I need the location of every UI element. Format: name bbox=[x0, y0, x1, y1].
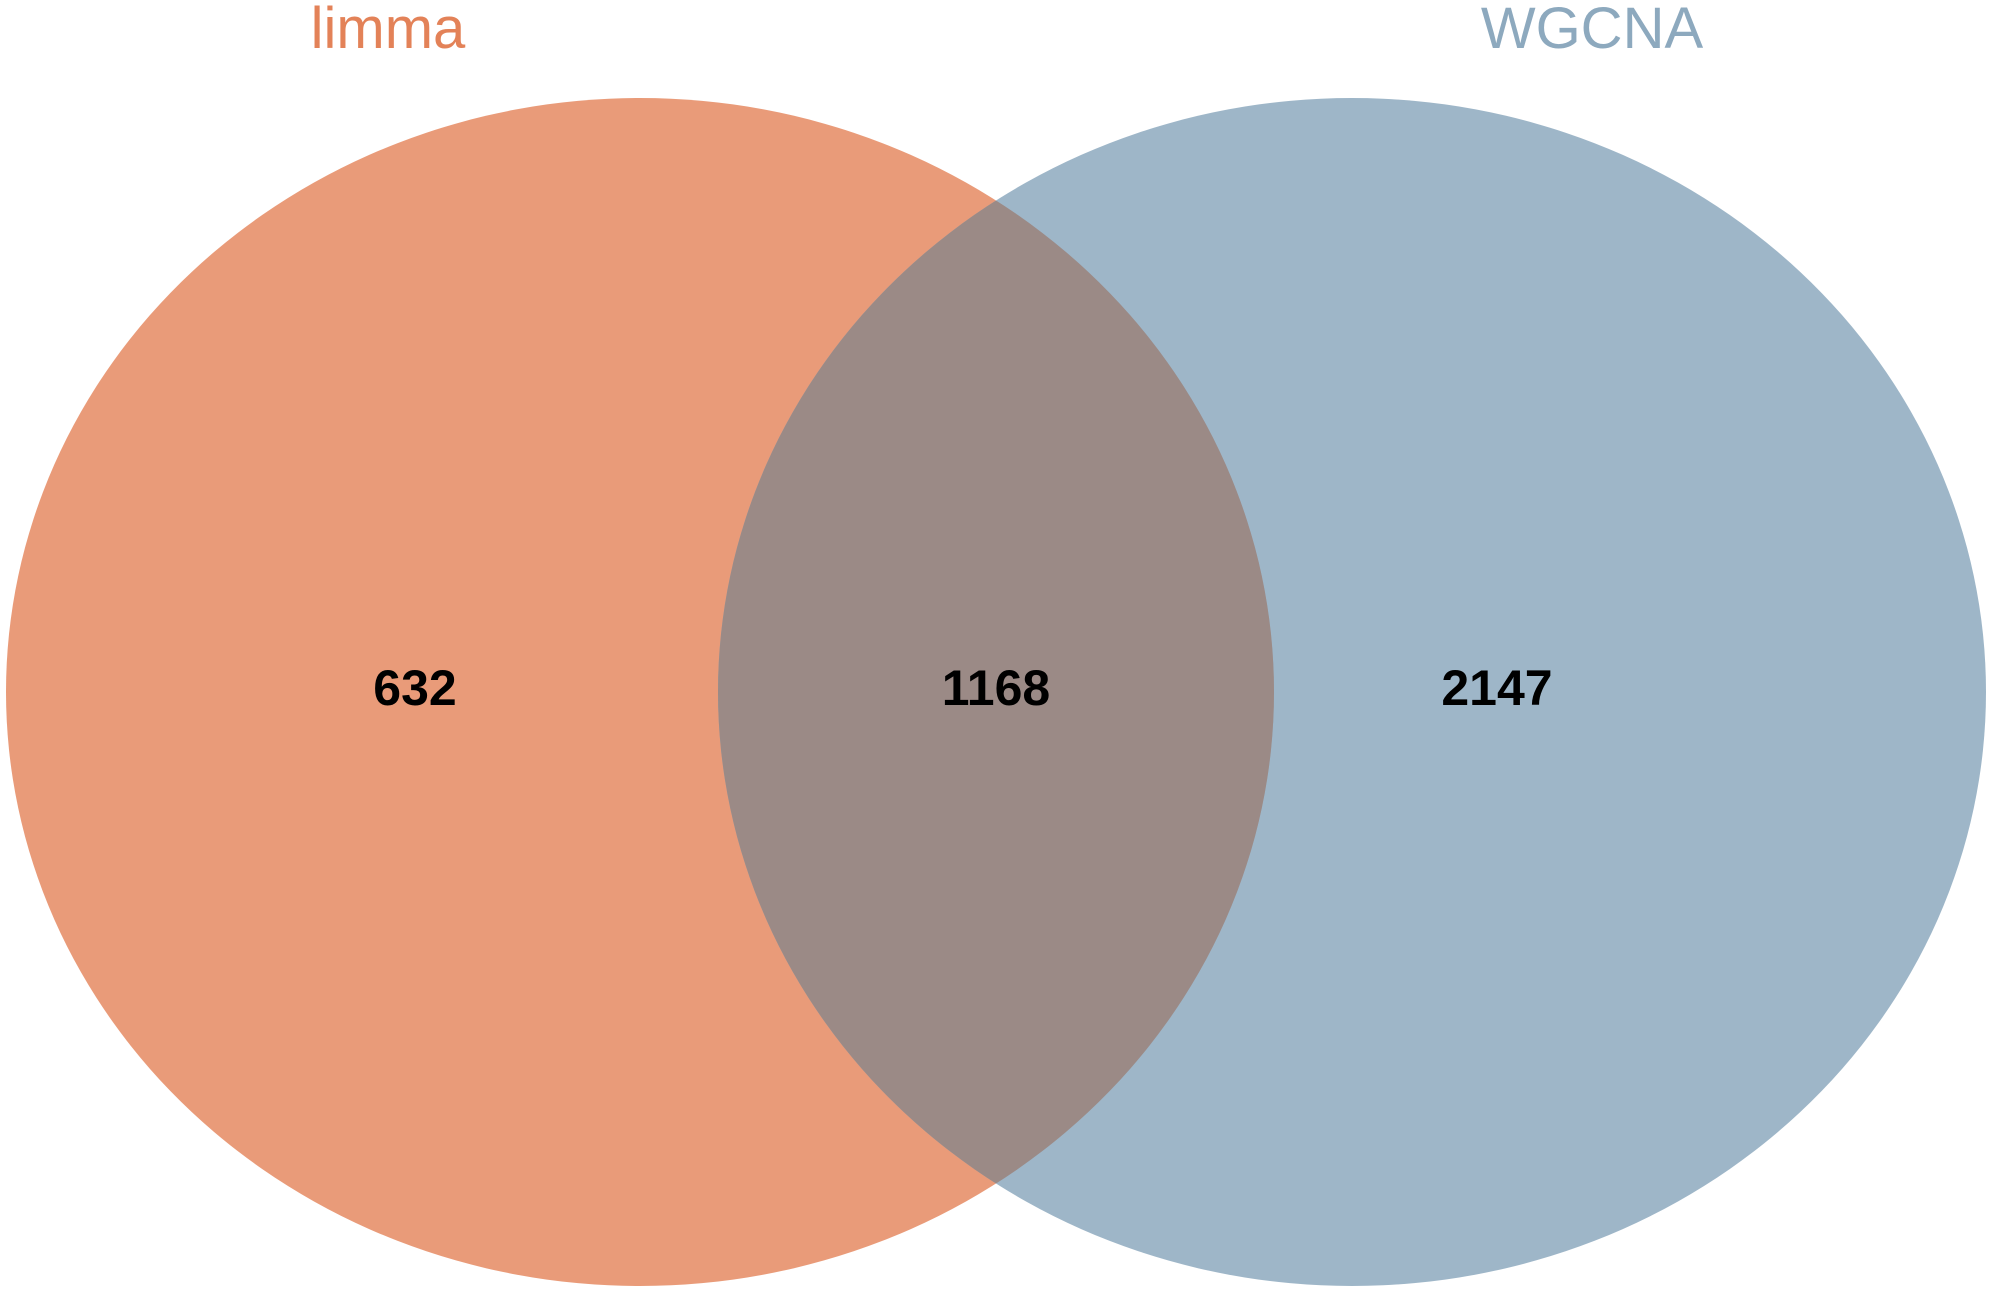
intersection-count: 1168 bbox=[942, 660, 1050, 716]
intersection-region bbox=[718, 98, 1274, 1286]
limma-set-label: limma bbox=[311, 0, 466, 61]
wgcna-set-label: WGCNA bbox=[1481, 0, 1704, 61]
limma-only-count: 632 bbox=[373, 660, 456, 716]
wgcna-only-count: 2147 bbox=[1441, 660, 1552, 716]
